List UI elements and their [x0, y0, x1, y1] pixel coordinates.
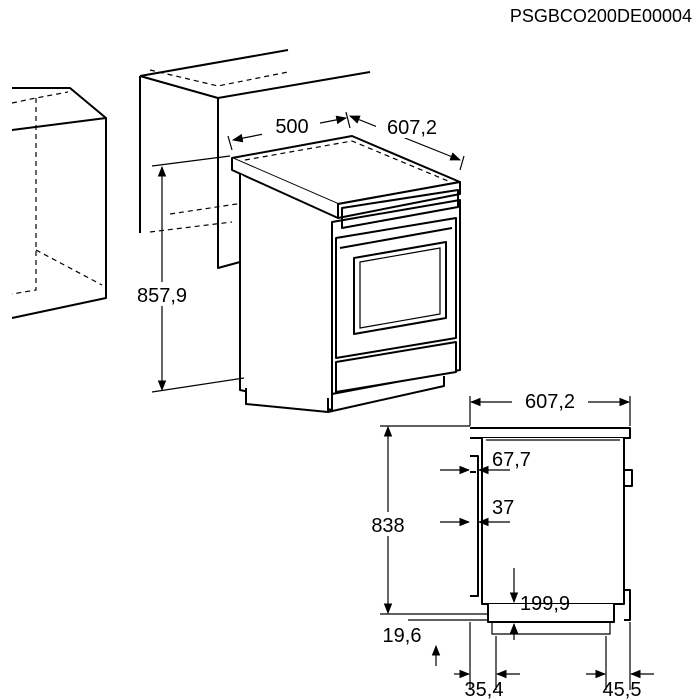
- dim-width-500: [227, 111, 351, 151]
- dim-19-label: 19,6: [383, 625, 422, 647]
- dim-199-label: 199,9: [520, 593, 570, 615]
- dim-height-857: [126, 155, 245, 393]
- dim-35-label: 35,4: [465, 679, 504, 700]
- drawing-code: PSGBCO200DE00004: [510, 6, 692, 26]
- left-cabinet: [11, 87, 107, 319]
- dim-857-label: 857,9: [137, 285, 187, 307]
- dim-37-label: 37: [492, 497, 514, 519]
- dim-front-rear-gaps: [454, 622, 654, 690]
- dim-height-838: [360, 425, 488, 615]
- dim-67-label: 67,7: [492, 449, 531, 471]
- dim-500-label: 500: [275, 116, 308, 138]
- dim-607-top-label: 607,2: [387, 117, 437, 139]
- dim-19: [408, 619, 488, 666]
- dim-607-side-label: 607,2: [525, 391, 575, 413]
- dim-838-label: 838: [371, 515, 404, 537]
- dim-depth-607-top: [348, 112, 465, 171]
- cooker-body: [231, 135, 461, 413]
- dim-depth-607-side: [469, 388, 631, 426]
- dim-45-label: 45,5: [603, 679, 642, 700]
